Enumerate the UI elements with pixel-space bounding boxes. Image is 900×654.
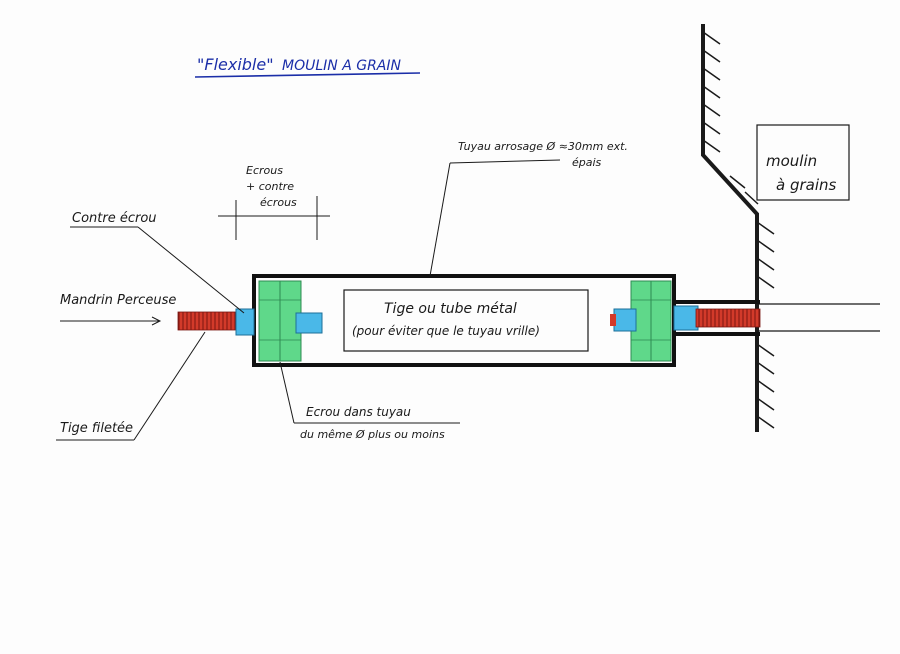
- inner-label-line1: Tige ou tube métal: [384, 301, 517, 317]
- ecrous-label-line2: + contre: [246, 180, 294, 193]
- wall-hatching: [702, 31, 775, 429]
- left-threaded-rod: [177, 311, 241, 331]
- mandrin-callout: Mandrin Perceuse: [60, 293, 176, 326]
- hose: Tige ou tube métal (pour éviter que le t…: [252, 274, 676, 367]
- hose-outline: [252, 274, 676, 367]
- tuyau-label-line1: Tuyau arrosage Ø ≈30mm ext.: [458, 140, 628, 153]
- wall-outline: [701, 24, 759, 432]
- inner-rod-box: [343, 289, 589, 352]
- tige-label: Tige filetée: [60, 421, 133, 436]
- right-outer-blue-nut: [673, 305, 699, 331]
- inner-label-line2: (pour éviter que le tuyau vrille): [352, 324, 540, 338]
- tuyau-label-line2: épais: [572, 156, 602, 169]
- contre-ecrou-label: Contre écrou: [72, 211, 157, 226]
- tige-callout: Tige filetée: [56, 331, 206, 441]
- moulin-box: moulin à grains: [756, 124, 850, 201]
- right-inner-rod-stub: [610, 314, 616, 326]
- mandrin-arrow-head: [151, 316, 162, 326]
- right-threaded-rod: [695, 308, 761, 328]
- moulin-frame: [756, 124, 850, 201]
- wall: [701, 24, 880, 432]
- tuyau-callout: Tuyau arrosage Ø ≈30mm ext. épais: [429, 140, 628, 277]
- left-outer-blue-nut: [235, 308, 255, 336]
- title-quote-word: "Flexible": [197, 55, 274, 74]
- contre-ecrou-callout: Contre écrou: [70, 211, 245, 314]
- title-rest: MOULIN A GRAIN: [282, 58, 402, 74]
- left-inner-blue-nut: [295, 312, 323, 334]
- mandrin-label: Mandrin Perceuse: [60, 293, 176, 308]
- ecrou-tuyau-callout: Ecrou dans tuyau du même Ø plus ou moins: [279, 361, 460, 441]
- right-inner-blue-nut: [613, 308, 637, 332]
- tige-leader: [133, 331, 206, 441]
- title-underline: [194, 72, 421, 78]
- ecrou-tuyau-label-line1: Ecrou dans tuyau: [306, 405, 411, 419]
- ecrous-dimension: Ecrous + contre écrous: [218, 164, 330, 240]
- title: "Flexible" MOULIN A GRAIN: [194, 55, 421, 78]
- ecrou-tuyau-leader: [279, 361, 295, 424]
- moulin-label-line1: moulin: [766, 152, 817, 170]
- left-rod-assembly: [177, 308, 255, 336]
- right-rod-assembly: [673, 300, 761, 336]
- ecrou-tuyau-label-line2: du même Ø plus ou moins: [300, 428, 445, 441]
- tuyau-leader: [429, 162, 451, 277]
- ecrous-label-line1: Ecrous: [246, 164, 283, 177]
- contre-ecrou-leader: [137, 226, 245, 314]
- moulin-label-line2: à grains: [776, 176, 837, 194]
- ecrous-label-line3: écrous: [260, 196, 297, 209]
